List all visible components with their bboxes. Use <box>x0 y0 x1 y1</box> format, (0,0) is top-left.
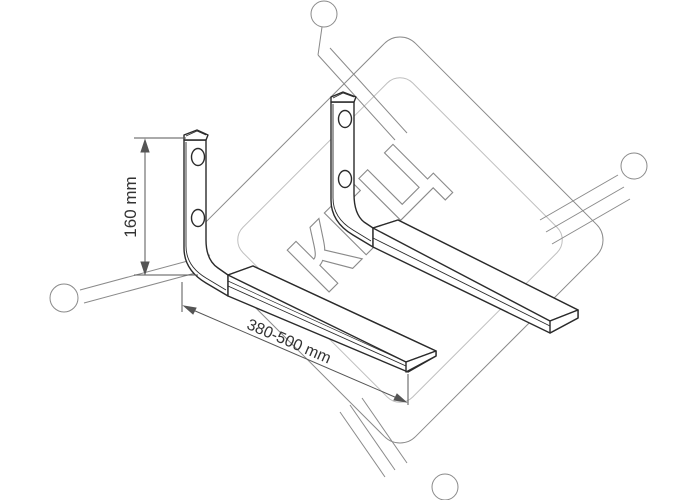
depth-dimension-line <box>185 306 405 402</box>
depth-dimension <box>181 282 409 405</box>
circle-icon <box>310 0 338 28</box>
circle-icon <box>620 152 648 180</box>
left-bracket <box>183 129 437 373</box>
watermark-connector-top <box>310 0 408 141</box>
height-dimension <box>134 137 198 276</box>
arrow-left-icon <box>182 305 197 315</box>
right-bracket <box>330 91 579 334</box>
left-bracket-top-cap <box>183 129 209 141</box>
mounting-hole-icon <box>337 169 353 189</box>
right-bracket-vertical-face <box>332 104 372 242</box>
watermark: КГЦ <box>49 0 648 500</box>
circle-icon <box>431 473 459 500</box>
mounting-hole-icon <box>190 147 206 167</box>
arrow-right-icon <box>393 393 408 403</box>
left-bracket-vertical-face <box>185 142 227 291</box>
mounting-hole-icon <box>190 208 206 228</box>
arrow-down-icon <box>140 261 150 276</box>
height-dimension-label: 160 mm <box>121 176 140 237</box>
watermark-frame <box>196 36 604 444</box>
watermark-connector-right <box>539 152 648 245</box>
arrow-up-icon <box>140 138 150 153</box>
circle-icon <box>49 283 79 313</box>
left-bracket-vertical-arm <box>183 139 229 297</box>
mounting-hole-icon <box>337 109 353 129</box>
right-bracket-top-cap <box>330 91 357 103</box>
watermark-logo-text: КГЦ <box>271 125 455 309</box>
watermark-connector-bottom <box>339 397 459 500</box>
